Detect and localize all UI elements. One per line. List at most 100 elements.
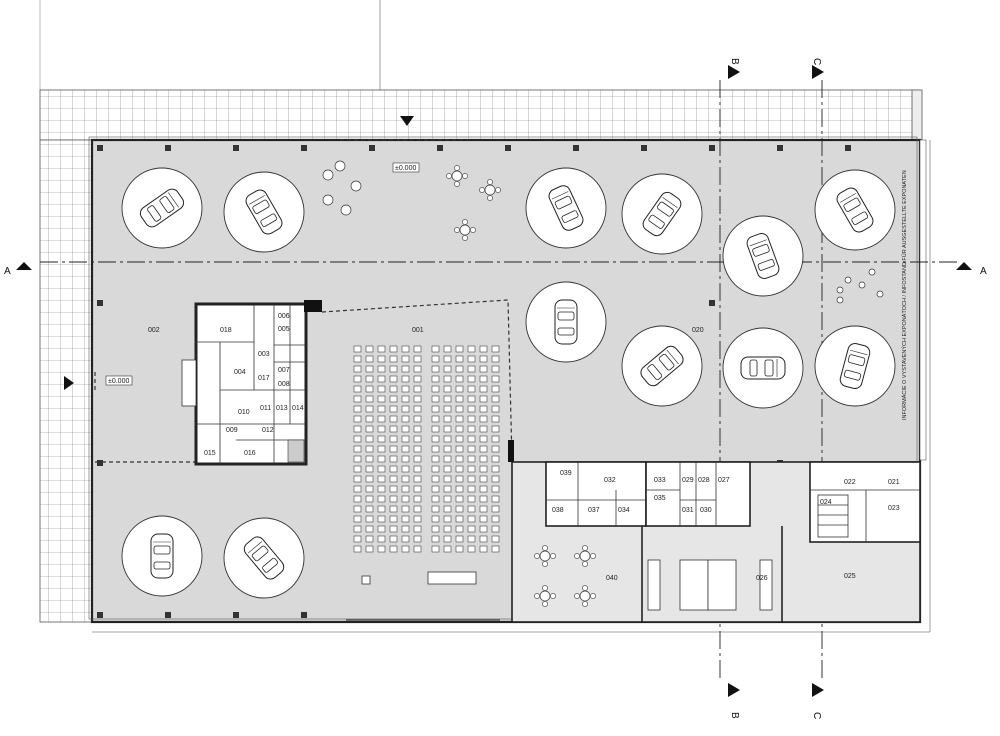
- svg-text:016: 016: [244, 450, 256, 457]
- seat: [401, 375, 410, 383]
- seat: [389, 435, 398, 443]
- seat: [353, 525, 362, 533]
- seat: [365, 475, 374, 483]
- seat: [377, 465, 386, 473]
- seat: [413, 535, 422, 543]
- seat: [413, 405, 422, 413]
- svg-text:029: 029: [682, 477, 694, 484]
- svg-text:014: 014: [292, 405, 304, 412]
- seat: [479, 395, 488, 403]
- seat: [389, 495, 398, 503]
- seat: [443, 465, 452, 473]
- seat: [455, 535, 464, 543]
- seat: [389, 505, 398, 513]
- seat: [443, 515, 452, 523]
- seat: [431, 425, 440, 433]
- seat: [479, 415, 488, 423]
- seat: [389, 345, 398, 353]
- turntable: [525, 281, 607, 363]
- seat: [377, 375, 386, 383]
- seat: [389, 515, 398, 523]
- seat: [455, 485, 464, 493]
- seat: [377, 455, 386, 463]
- seat: [413, 345, 422, 353]
- seat: [413, 375, 422, 383]
- seat: [491, 405, 500, 413]
- seat: [479, 385, 488, 393]
- seat: [491, 495, 500, 503]
- seat: [413, 425, 422, 433]
- seat: [431, 345, 440, 353]
- seat: [377, 405, 386, 413]
- seat: [389, 465, 398, 473]
- svg-text:001: 001: [412, 327, 424, 334]
- seat: [431, 385, 440, 393]
- turntable: [722, 327, 804, 409]
- seat: [455, 355, 464, 363]
- seat: [365, 435, 374, 443]
- svg-text:017: 017: [258, 375, 270, 382]
- seat: [389, 525, 398, 533]
- seat: [479, 515, 488, 523]
- svg-text:003: 003: [258, 351, 270, 358]
- seat: [431, 505, 440, 513]
- seat: [365, 515, 374, 523]
- seat: [479, 455, 488, 463]
- seat: [443, 545, 452, 553]
- seat: [491, 525, 500, 533]
- seat: [443, 535, 452, 543]
- svg-text:032: 032: [604, 477, 616, 484]
- seat: [431, 525, 440, 533]
- seat: [479, 345, 488, 353]
- seat: [413, 525, 422, 533]
- svg-text:004: 004: [234, 369, 246, 376]
- level-mark: ±0.000: [392, 162, 420, 173]
- seat: [455, 365, 464, 373]
- svg-text:±0.000: ±0.000: [395, 165, 416, 172]
- seat: [389, 475, 398, 483]
- seat: [443, 365, 452, 373]
- section-label-c-top: C: [811, 58, 822, 65]
- seat: [455, 455, 464, 463]
- svg-text:020: 020: [692, 327, 704, 334]
- seat: [413, 355, 422, 363]
- seat: [377, 355, 386, 363]
- seat: [389, 405, 398, 413]
- seat: [389, 425, 398, 433]
- turntable: [121, 167, 203, 249]
- svg-text:011: 011: [260, 405, 271, 412]
- stage-table: [427, 571, 477, 585]
- seat: [401, 425, 410, 433]
- turntable: [223, 171, 305, 253]
- seat: [365, 365, 374, 373]
- seat: [377, 475, 386, 483]
- seat: [431, 445, 440, 453]
- seat: [443, 445, 452, 453]
- seat: [365, 395, 374, 403]
- turntable: [814, 325, 896, 407]
- seat: [479, 465, 488, 473]
- seat: [479, 375, 488, 383]
- seat: [431, 545, 440, 553]
- section-marker-b-bottom: [728, 683, 740, 697]
- seat: [467, 365, 476, 373]
- seat: [389, 545, 398, 553]
- seat: [353, 545, 362, 553]
- seat: [389, 485, 398, 493]
- seat: [413, 395, 422, 403]
- seat: [413, 495, 422, 503]
- dashed-partitions: [94, 139, 513, 463]
- seat: [401, 435, 410, 443]
- seat: [467, 535, 476, 543]
- seat: [377, 415, 386, 423]
- turntable: [223, 517, 305, 599]
- seat: [431, 365, 440, 373]
- seat: [353, 515, 362, 523]
- seat: [431, 435, 440, 443]
- svg-text:006: 006: [278, 313, 290, 320]
- seat: [377, 545, 386, 553]
- seat: [467, 475, 476, 483]
- seat: [467, 355, 476, 363]
- seat: [353, 495, 362, 503]
